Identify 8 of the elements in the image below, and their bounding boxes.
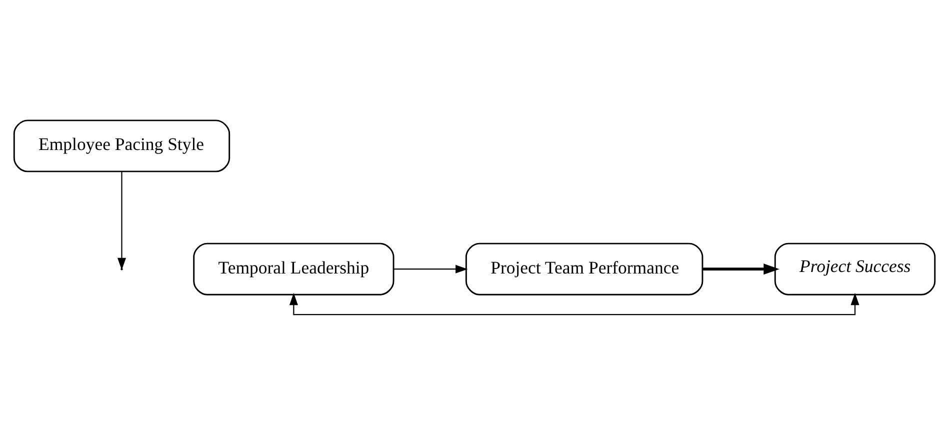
- node-box: Project Team Performance: [465, 242, 704, 296]
- arrow: [394, 264, 468, 274]
- arrow: [289, 292, 860, 316]
- node-box: Project Success: [774, 242, 936, 296]
- node-box: Employee Pacing Style: [13, 120, 230, 172]
- arrow: [117, 172, 126, 270]
- arrow: [702, 264, 780, 275]
- node-box: Temporal Leadership: [193, 242, 394, 296]
